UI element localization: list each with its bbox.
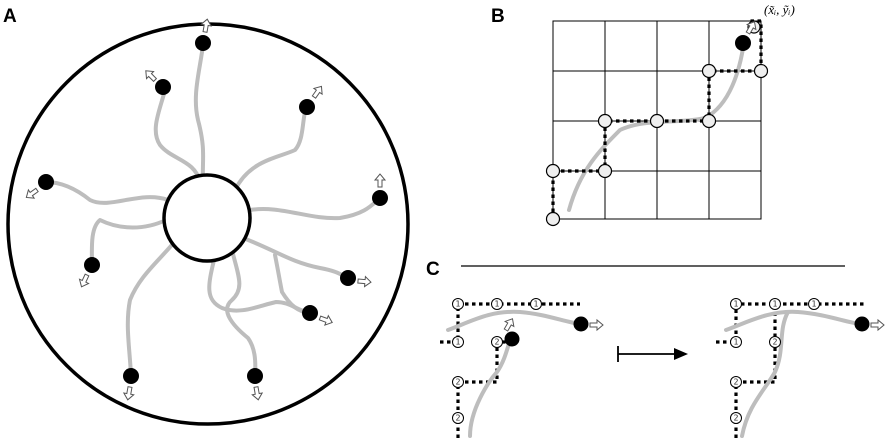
svg-text:1: 1 bbox=[733, 338, 738, 347]
lattice-nodes bbox=[545, 20, 769, 227]
svg-text:2: 2 bbox=[494, 338, 499, 347]
svg-text:2: 2 bbox=[772, 338, 777, 347]
panel-c-label: C bbox=[426, 259, 440, 280]
panel-b: B (x̃ᵢ, ỹᵢ) bbox=[491, 2, 795, 227]
svg-text:1: 1 bbox=[494, 300, 499, 309]
svg-text:1: 1 bbox=[455, 300, 460, 309]
panel-c-after: 1 1 1 1 2 2 2 bbox=[716, 298, 885, 438]
tips-a bbox=[38, 35, 388, 384]
panel-c-before: 1 1 1 1 2 2 2 bbox=[440, 298, 604, 438]
svg-text:2: 2 bbox=[733, 378, 738, 387]
panel-c: C 1 1 1 1 2 2 2 bbox=[426, 259, 885, 438]
numbered-nodes-before: 1 1 1 1 2 2 2 bbox=[452, 298, 542, 424]
svg-text:1: 1 bbox=[733, 300, 738, 309]
svg-text:2: 2 bbox=[733, 414, 738, 423]
svg-text:2: 2 bbox=[455, 414, 460, 423]
inner-hub-circle bbox=[162, 173, 252, 263]
svg-text:1: 1 bbox=[533, 300, 538, 309]
svg-text:2: 2 bbox=[455, 378, 460, 387]
panel-a: A bbox=[3, 6, 410, 426]
svg-text:1: 1 bbox=[772, 300, 777, 309]
panel-a-label: A bbox=[3, 6, 17, 27]
discretized-path-b bbox=[551, 19, 763, 219]
maps-to-arrow-icon bbox=[617, 346, 688, 362]
panel-b-label: B bbox=[491, 6, 505, 27]
svg-text:1: 1 bbox=[455, 338, 460, 347]
endpoint-label: (x̃ᵢ, ỹᵢ) bbox=[764, 2, 795, 17]
tip-b bbox=[735, 35, 751, 51]
numbered-nodes-after: 1 1 1 1 2 2 2 bbox=[730, 298, 820, 424]
svg-text:1: 1 bbox=[811, 300, 816, 309]
filaments-a bbox=[44, 43, 382, 378]
